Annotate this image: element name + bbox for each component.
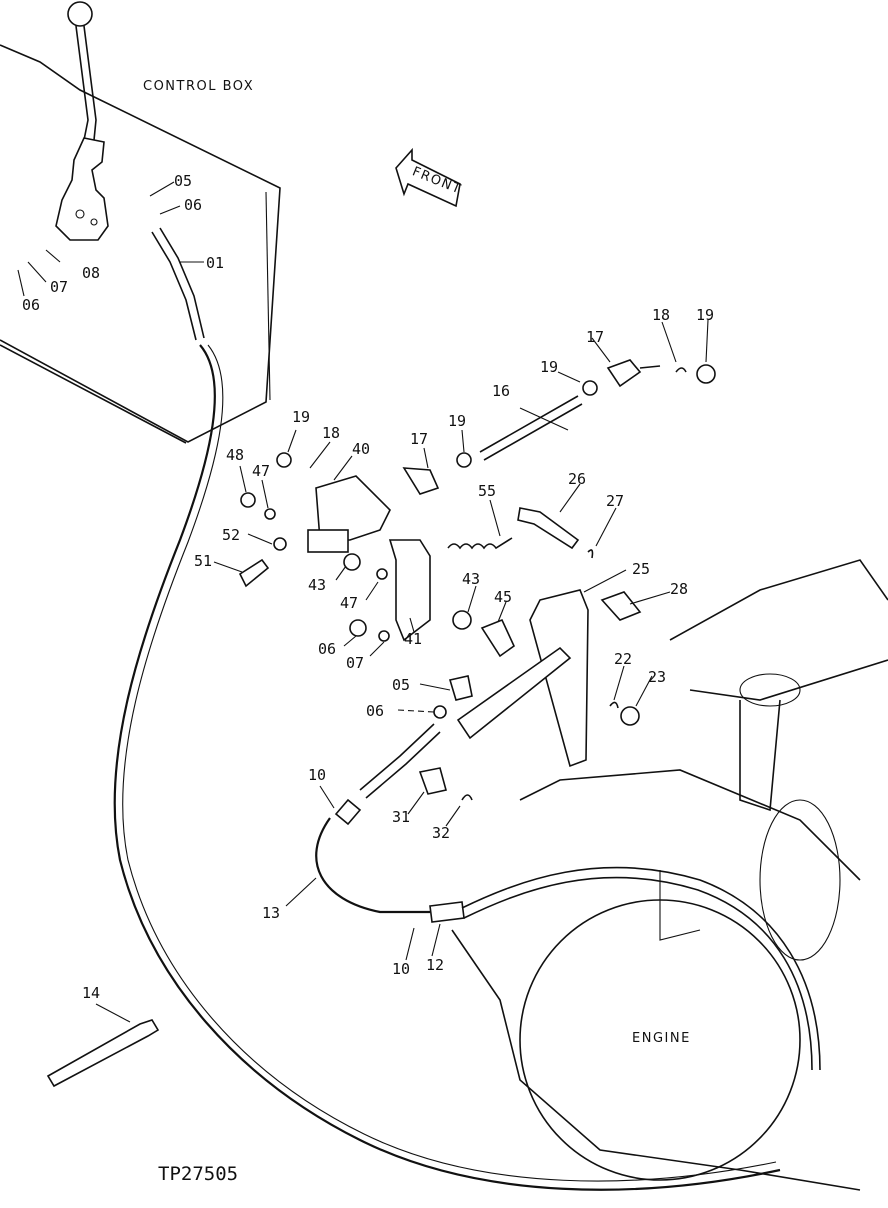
callout-16: 16 (492, 382, 510, 400)
callout-40: 40 (352, 440, 370, 458)
callout-19: 19 (696, 306, 714, 324)
callout-18: 18 (322, 424, 340, 442)
callout-06: 06 (366, 702, 384, 720)
callout-01: 01 (206, 254, 224, 272)
callout-51: 51 (194, 552, 212, 570)
callout-41: 41 (404, 630, 422, 648)
control-box: CONTROL BOX (0, 44, 281, 444)
leader-lines (17, 181, 709, 1023)
callout-48: 48 (226, 446, 244, 464)
callout-10: 10 (308, 766, 326, 784)
callout-55: 55 (478, 482, 496, 500)
callout-07: 07 (346, 654, 364, 672)
callout-18: 18 (652, 306, 670, 324)
lever-knob (67, 1, 93, 27)
figure-id: TP27505 (158, 1163, 238, 1185)
engine-block: ENGINE (451, 559, 888, 1191)
lever-bracket (55, 137, 109, 241)
callout-14: 14 (82, 984, 100, 1002)
callout-43: 43 (308, 576, 326, 594)
callout-23: 23 (648, 668, 666, 686)
callout-52: 52 (222, 526, 240, 544)
callout-47: 47 (252, 462, 270, 480)
callout-22: 22 (614, 650, 632, 668)
callout-12: 12 (426, 956, 444, 974)
linkage-assembly (238, 359, 821, 1071)
callout-19: 19 (448, 412, 466, 430)
callout-05: 05 (174, 172, 192, 190)
callout-06: 06 (184, 196, 202, 214)
front-arrow: FRONT (395, 147, 464, 208)
callout-26: 26 (568, 470, 586, 488)
callout-25: 25 (632, 560, 650, 578)
control-lever (55, 1, 109, 241)
callout-06: 06 (318, 640, 336, 658)
callout-32: 32 (432, 824, 450, 842)
callout-06: 06 (22, 296, 40, 314)
callout-31: 31 (392, 808, 410, 826)
callout-45: 45 (494, 588, 512, 606)
callout-27: 27 (606, 492, 624, 510)
callout-13: 13 (262, 904, 280, 922)
cable-tie-14 (46, 1019, 160, 1088)
callout-17: 17 (586, 328, 604, 346)
callout-19: 19 (292, 408, 310, 426)
callout-10: 10 (392, 960, 410, 978)
engine-caption: ENGINE (632, 1031, 691, 1046)
callout-47: 47 (340, 594, 358, 612)
callout-17: 17 (410, 430, 428, 448)
throttle-cable-01 (113, 227, 781, 1191)
callout-28: 28 (670, 580, 688, 598)
control-box-caption: CONTROL BOX (143, 79, 254, 94)
callout-08: 08 (82, 264, 100, 282)
callout-07: 07 (50, 278, 68, 296)
callout-19: 19 (540, 358, 558, 376)
callout-labels: 05 06 01 08 07 06 16 17 19 18 19 17 19 1… (22, 172, 714, 1002)
callout-05: 05 (392, 676, 410, 694)
callout-43: 43 (462, 570, 480, 588)
